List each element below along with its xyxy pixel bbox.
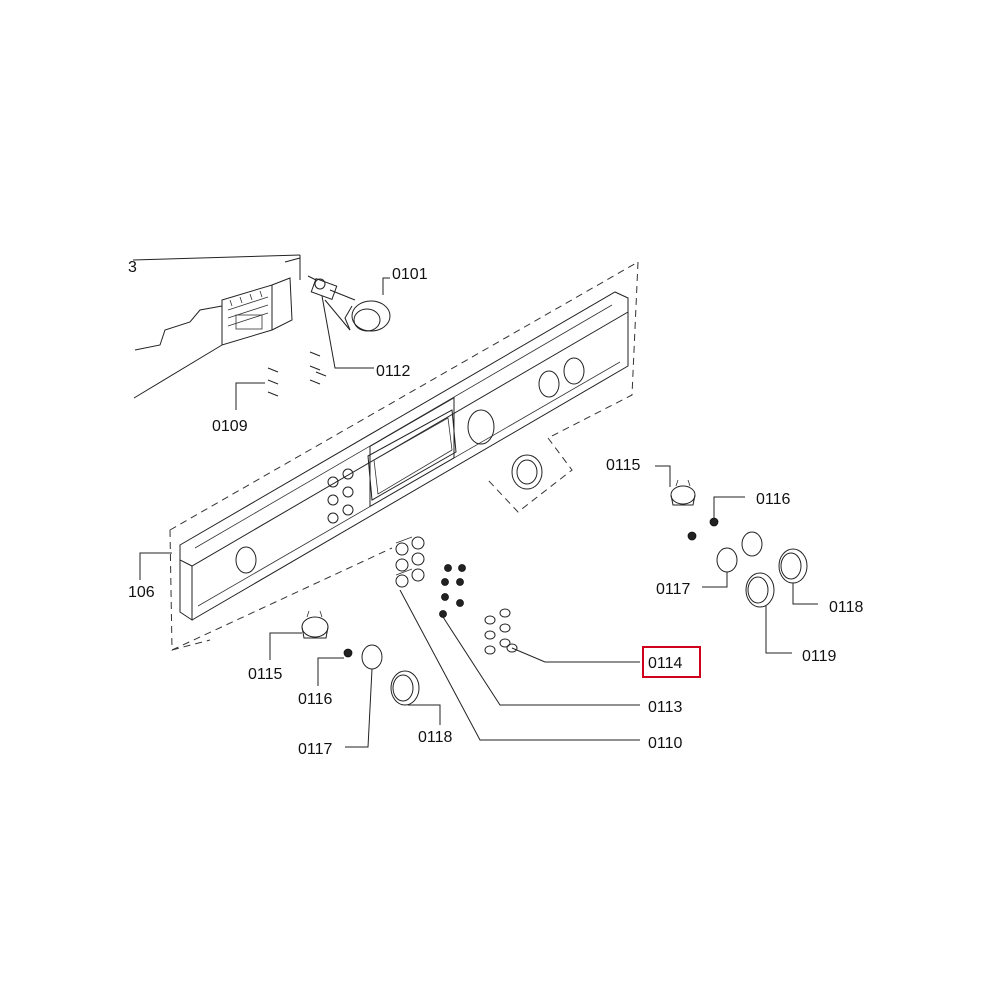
- label-0116-right: 0116: [756, 491, 791, 508]
- label-0119: 0119: [802, 648, 837, 665]
- label-0117-left: 0117: [298, 741, 333, 758]
- part-0115-right-bracket: [670, 479, 696, 506]
- leader-0115-right: [655, 465, 671, 487]
- leader-0101: [382, 277, 390, 295]
- part-0117-right-caps: [716, 531, 763, 573]
- part-0115-left-bracket: [301, 610, 329, 639]
- part-0110-buttons: [395, 536, 425, 588]
- leader-0109: [235, 382, 265, 410]
- part-0114-clips: [484, 608, 518, 655]
- leader-0118-left: [408, 704, 441, 725]
- leader-0117-left: [345, 668, 373, 748]
- leader-0113: [442, 616, 640, 706]
- leader-0115-left: [269, 632, 302, 660]
- leader-0110: [399, 589, 640, 741]
- label-0113: 0113: [648, 699, 683, 716]
- leader-0118-right: [792, 583, 818, 605]
- label-0116-left: 0116: [298, 691, 333, 708]
- label-0118-left: 0118: [418, 729, 453, 746]
- leader-0112: [321, 295, 374, 369]
- part-0112-shaft: [307, 275, 338, 300]
- panel-ring: [511, 454, 543, 490]
- leader-0119: [765, 606, 792, 654]
- part-0109-pins: [267, 351, 327, 397]
- label-3: 3: [128, 259, 137, 276]
- leader-0116-left: [317, 657, 344, 686]
- part-0113-nubs: [439, 564, 466, 618]
- assembly-dashed-outline: [169, 261, 639, 651]
- leader-0117-right: [702, 572, 728, 588]
- label-0109: 0109: [212, 418, 248, 435]
- control-module-housing: [132, 254, 301, 399]
- label-0115-right: 0115: [606, 457, 641, 474]
- label-106: 106: [128, 584, 155, 601]
- label-0115-left: 0115: [248, 666, 283, 683]
- leader-0116-right: [713, 496, 745, 518]
- part-106-control-panel: [179, 291, 629, 621]
- part-0118-right-ring: [778, 548, 808, 584]
- label-0114: 0114: [648, 655, 683, 672]
- part-0116-right-nubs: [687, 517, 719, 541]
- leader-0114: [511, 647, 640, 663]
- part-0118-left-ring: [390, 670, 420, 706]
- leader-106: [139, 552, 172, 580]
- label-0110: 0110: [648, 735, 683, 752]
- highlight-box-0114: [642, 646, 701, 678]
- part-0101-knob: [324, 289, 391, 332]
- part-0119-ring: [745, 572, 775, 608]
- part-0116-left-nub: [343, 648, 353, 658]
- label-0117-right: 0117: [656, 581, 691, 598]
- label-0112: 0112: [376, 363, 411, 380]
- label-0101: 0101: [392, 266, 428, 283]
- part-0117-left-cap: [361, 644, 383, 670]
- label-0118-right: 0118: [829, 599, 864, 616]
